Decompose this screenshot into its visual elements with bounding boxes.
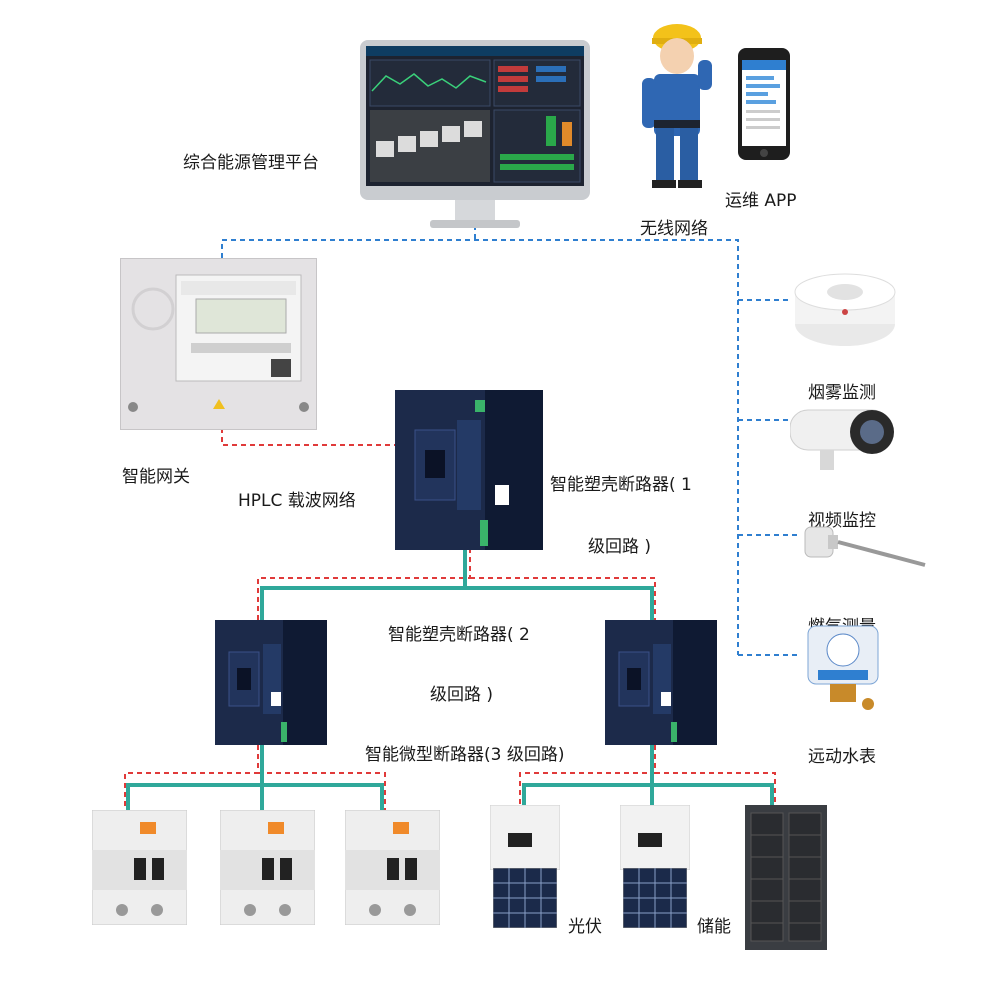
- gateway-icon: [120, 258, 317, 430]
- app-label: 运维 APP: [725, 191, 797, 211]
- platform-label: 综合能源管理平台: [183, 153, 319, 173]
- monitor-icon: [360, 40, 590, 230]
- mccb1-label-line2: 级回路 ): [588, 537, 652, 557]
- water-meter-icon: [807, 625, 879, 710]
- wireless-label: 无线网络: [640, 219, 708, 239]
- smoke-detector-icon: [794, 273, 896, 346]
- mccb2-label-line2: 级回路 ): [430, 685, 494, 705]
- pv-label: 光伏: [568, 917, 602, 937]
- mccb1-label-line1: 智能塑壳断路器( 1: [550, 475, 692, 495]
- hplc-label: HPLC 载波网络: [238, 491, 356, 511]
- mcb-icon: [220, 810, 315, 925]
- mccb-icon: [605, 620, 717, 745]
- inverter-icon: [620, 805, 690, 870]
- mcb-icon: [92, 810, 187, 925]
- worker-icon: [642, 24, 712, 188]
- mcb-icon: [345, 810, 440, 925]
- solar-panel-icon: [623, 868, 687, 928]
- mcb-label: 智能微型断路器(3 级回路): [365, 745, 565, 765]
- inverter-icon: [490, 805, 560, 870]
- phone-icon: [738, 48, 790, 160]
- battery-cabinet-icon: [745, 805, 827, 950]
- mccb2-label-line1: 智能塑壳断路器( 2: [388, 625, 530, 645]
- power-bus: [126, 548, 774, 810]
- hplc-links: [124, 428, 776, 810]
- gateway-label: 智能网关: [122, 467, 190, 487]
- smoke-label: 烟雾监测: [808, 383, 876, 403]
- water-label: 远动水表: [808, 747, 876, 767]
- temperature-probe-icon: [804, 526, 926, 567]
- mccb-icon: [395, 390, 543, 550]
- solar-panel-icon: [493, 868, 557, 928]
- camera-icon: [790, 409, 894, 470]
- video-label: 视频监控: [808, 511, 876, 531]
- mccb-icon: [215, 620, 327, 745]
- storage-label: 储能: [697, 917, 731, 937]
